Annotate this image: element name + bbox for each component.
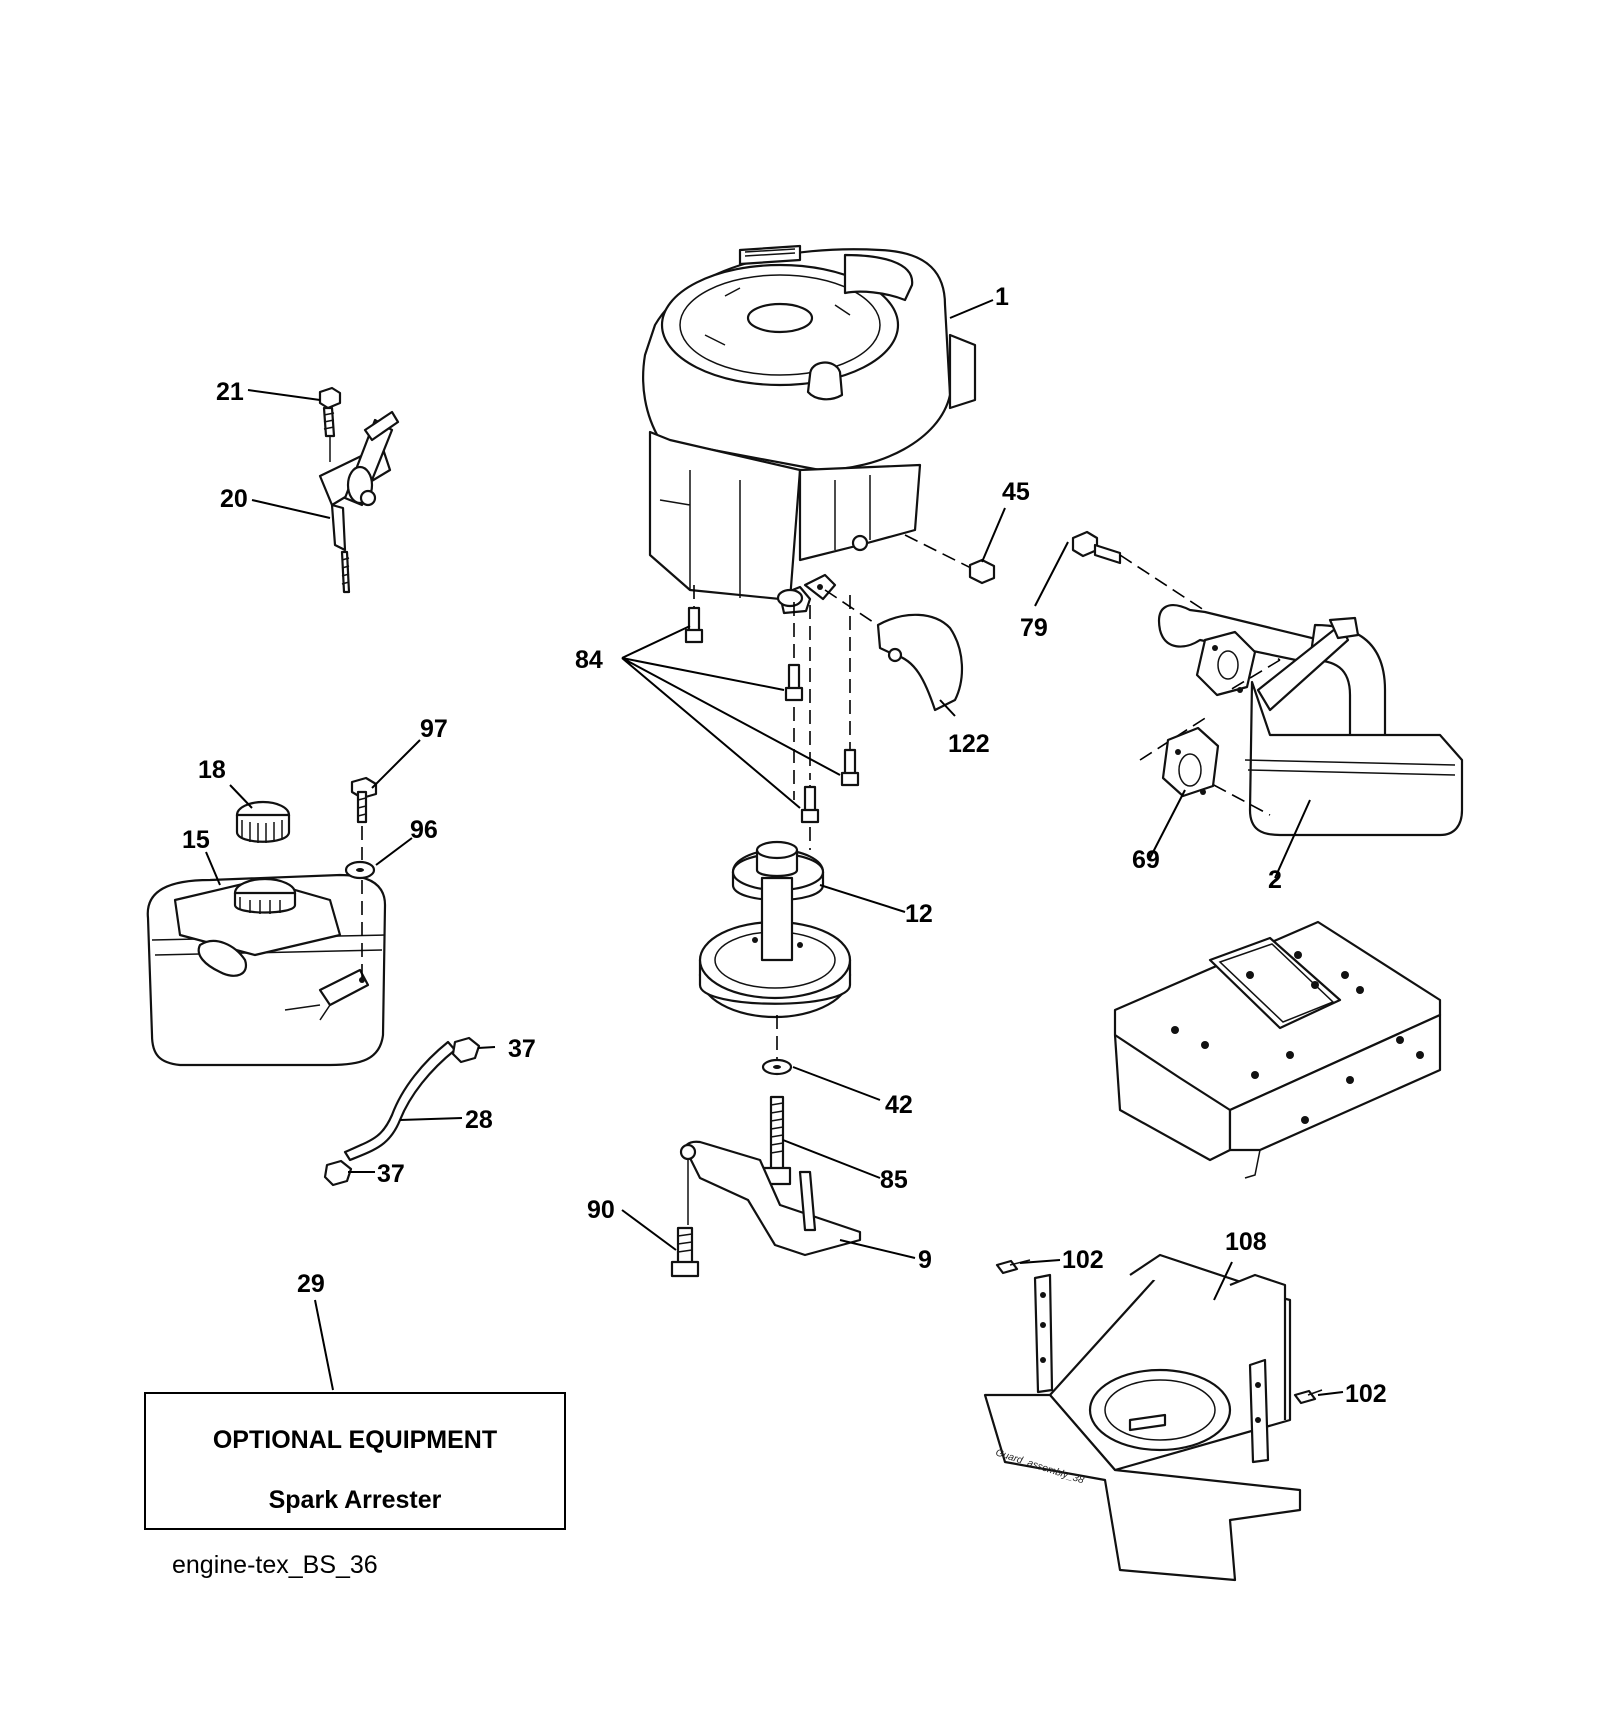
- label-part-2: 2: [1268, 866, 1282, 894]
- heat-shield: [824, 589, 964, 712]
- fuel-line: [323, 1036, 481, 1187]
- label-part-21: 21: [216, 378, 244, 406]
- guard-assembly: Guard_assembly_38: [983, 1253, 1323, 1582]
- label-part-90: 90: [587, 1196, 615, 1224]
- label-part-97: 97: [420, 715, 448, 743]
- mounting-screws: [621, 585, 860, 850]
- label-part-18: 18: [198, 756, 226, 784]
- nut: [904, 534, 996, 585]
- fuel-tank: [146, 776, 387, 1067]
- label-part-29: 29: [297, 1270, 325, 1298]
- label-part-20: 20: [220, 485, 248, 513]
- label-part-102-bottom: 102: [1345, 1380, 1387, 1408]
- label-part-108: 108: [1225, 1228, 1267, 1256]
- part-labels: 1 21 20 45 79 84 122 97 18 96 15 69 2 12…: [182, 283, 1387, 1408]
- engine: [642, 244, 977, 615]
- label-part-96: 96: [410, 816, 438, 844]
- label-part-102-top: 102: [1062, 1246, 1104, 1274]
- engine-mounting-plate: [1113, 920, 1442, 1179]
- pulley-hardware: [670, 1015, 862, 1278]
- label-part-1: 1: [995, 283, 1009, 311]
- label-part-79: 79: [1020, 614, 1048, 642]
- leader-lines: [205, 299, 1344, 1396]
- label-part-9: 9: [918, 1246, 932, 1274]
- optional-equipment-title: OPTIONAL EQUIPMENT: [213, 1426, 497, 1454]
- label-part-28: 28: [465, 1106, 493, 1134]
- label-part-42: 42: [885, 1091, 913, 1119]
- optional-equipment-item: Spark Arrester: [269, 1486, 442, 1514]
- label-part-122: 122: [948, 730, 990, 758]
- label-part-12: 12: [905, 900, 933, 928]
- label-part-69: 69: [1132, 846, 1160, 874]
- label-part-85: 85: [880, 1166, 908, 1194]
- label-part-45: 45: [1002, 478, 1030, 506]
- label-part-84: 84: [575, 646, 603, 674]
- label-part-15: 15: [182, 826, 210, 854]
- pulley: [698, 840, 852, 1019]
- throttle-bracket: [318, 386, 400, 594]
- label-part-37-bottom: 37: [377, 1160, 405, 1188]
- muffler-assembly: [1071, 530, 1464, 837]
- label-part-37-top: 37: [508, 1035, 536, 1063]
- optional-equipment-box: OPTIONAL EQUIPMENT Spark Arrester: [144, 1392, 566, 1530]
- figure-reference: engine-tex_BS_36: [172, 1551, 378, 1579]
